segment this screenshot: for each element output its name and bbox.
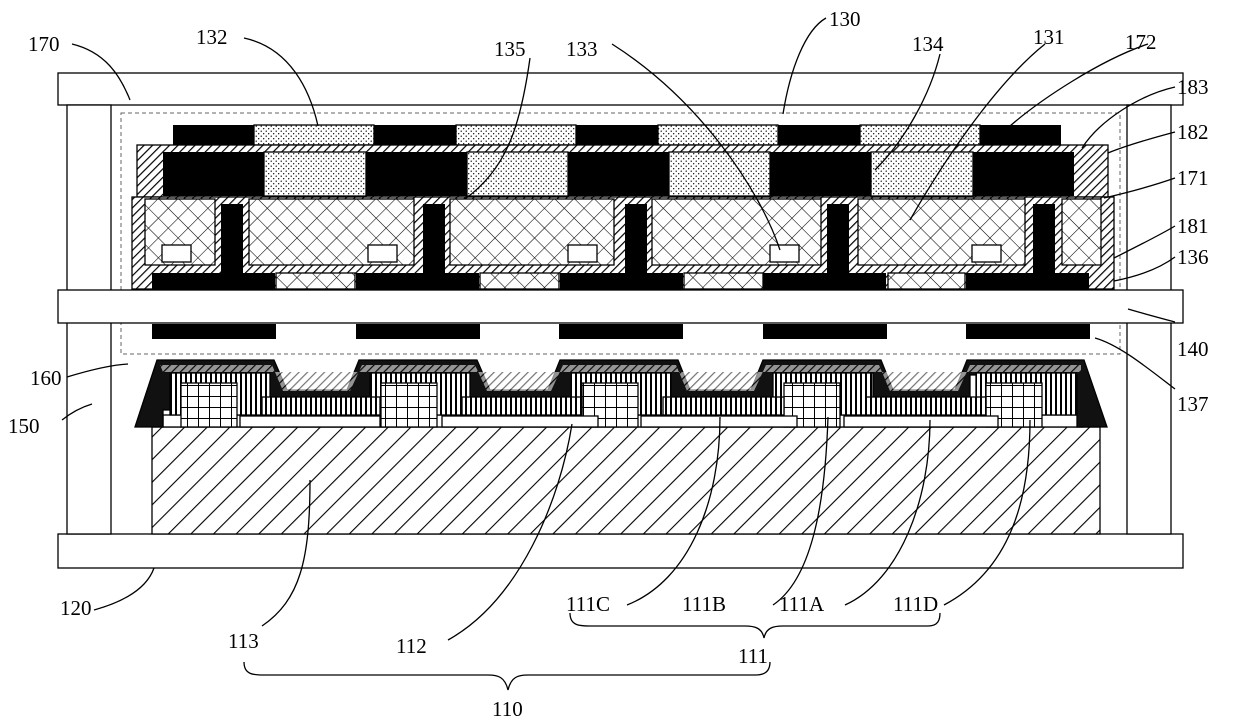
label-137: 137 xyxy=(1177,392,1209,416)
label-171: 171 xyxy=(1177,166,1209,190)
label-111D: 111D xyxy=(893,592,938,616)
label-135: 135 xyxy=(494,37,526,61)
upper-substrate-170 xyxy=(58,73,1183,105)
label-112: 112 xyxy=(396,634,427,658)
brace-111 xyxy=(570,613,940,638)
brace-110 xyxy=(244,662,770,690)
label-172: 172 xyxy=(1125,30,1157,54)
label-120: 120 xyxy=(60,596,92,620)
label-170: 170 xyxy=(28,32,60,56)
label-182: 182 xyxy=(1177,120,1209,144)
label-111: 111 xyxy=(738,644,768,668)
lower-substrate-120 xyxy=(58,534,1183,568)
label-131: 131 xyxy=(1033,25,1065,49)
label-140: 140 xyxy=(1177,337,1209,361)
driving-backplane-113 xyxy=(152,427,1100,534)
label-130: 130 xyxy=(829,7,861,31)
label-111C: 111C xyxy=(566,592,610,616)
layer-140 xyxy=(58,290,1183,323)
label-183: 183 xyxy=(1177,75,1209,99)
label-111B: 111B xyxy=(682,592,726,616)
label-181: 181 xyxy=(1177,214,1209,238)
label-110: 110 xyxy=(492,697,523,721)
label-113: 113 xyxy=(228,629,259,653)
label-133: 133 xyxy=(566,37,598,61)
label-150: 150 xyxy=(8,414,40,438)
label-132: 132 xyxy=(196,25,228,49)
label-134: 134 xyxy=(912,32,944,56)
label-160: 160 xyxy=(30,366,62,390)
label-136: 136 xyxy=(1177,245,1209,269)
label-111A: 111A xyxy=(779,592,825,616)
electrode-137-row xyxy=(152,324,1090,339)
